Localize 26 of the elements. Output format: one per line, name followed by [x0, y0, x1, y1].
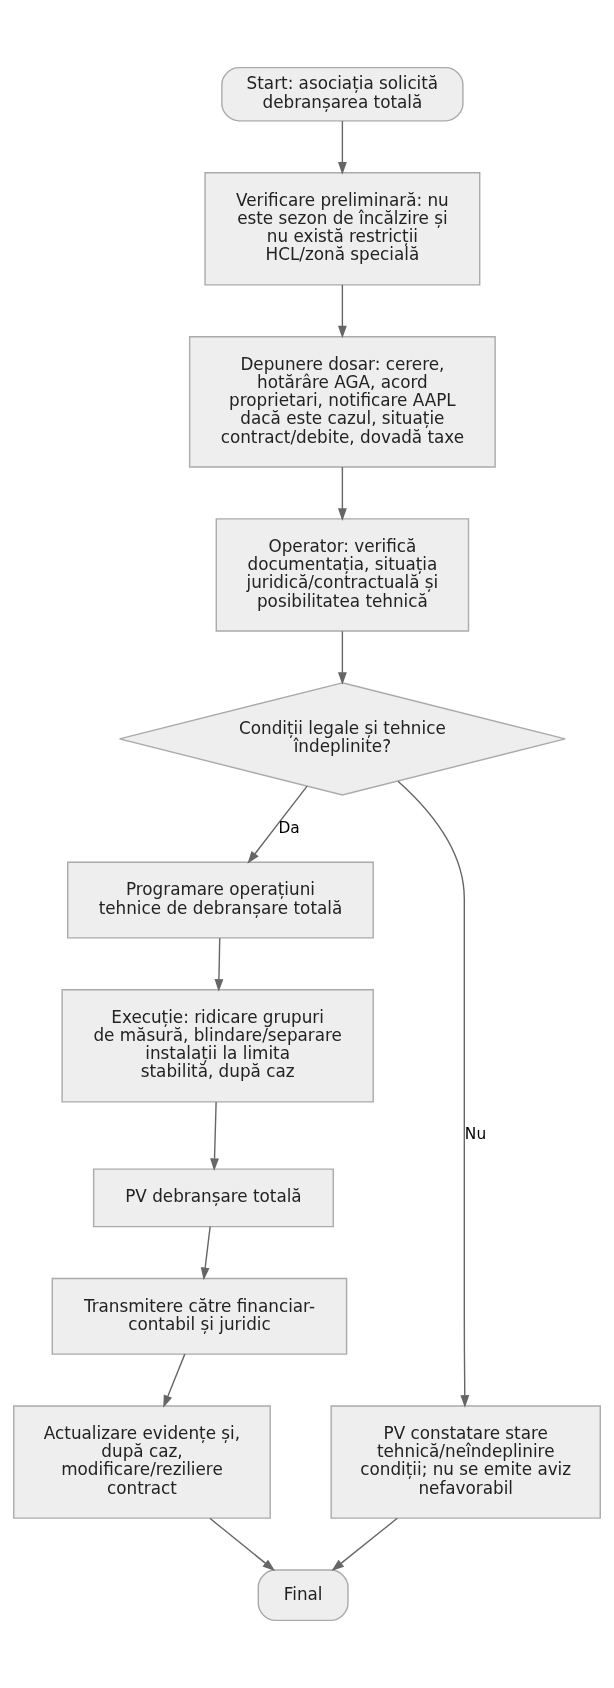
node-box: Programare operațiuni tehnice de debranșare totală: [67, 861, 374, 939]
arrow: [247, 785, 308, 864]
arrow: [337, 284, 347, 339]
arrow: [337, 120, 347, 175]
arrow: [214, 937, 224, 992]
edge-label: Da: [278, 818, 300, 837]
arrow: [337, 630, 347, 685]
node-box: PV constatare stare tehnică/neîndeplinire condiții; nu se emite aviz nefavorabil: [330, 1405, 601, 1519]
arrow: [209, 1517, 276, 1572]
node-box: Execuție: ridicare grupuri de măsură, blindare/separare instalații la limita stabilită, după caz: [61, 989, 374, 1103]
arrow: [331, 1517, 398, 1572]
arrow: [200, 1225, 211, 1281]
arrow: [163, 1353, 186, 1408]
arrow: [397, 780, 470, 1408]
node-box: Final: [257, 1569, 349, 1622]
node-box: Depunere dosar: cerere, hotărâre AGA, acord proprietari, notificare AAPL dacă este cazul, situație contract/debite, dovadă taxe: [188, 336, 496, 468]
arrow: [210, 1101, 219, 1172]
node-box: Operator: verifică documentația, situația juridică/contractuală și posibilitatea tehnică: [215, 518, 470, 632]
node-box: Start: asociația solicită debranșarea totală: [221, 66, 464, 122]
node-box: PV debranșare totală: [92, 1168, 334, 1228]
node-box: Verificare preliminară: nu este sezon de încălzire și nu există restricții HCL/zonă specială: [204, 172, 481, 286]
arrow: [337, 466, 347, 521]
edge-label: Nu: [464, 1125, 487, 1144]
node-diamond: Condiții legale și tehnice îndeplinite?: [118, 682, 566, 796]
node-box: Actualizare evidențe și, după caz, modificare/reziliere contract: [13, 1405, 271, 1519]
node-box: Transmitere către financiar-contabil și juridic: [51, 1277, 348, 1355]
